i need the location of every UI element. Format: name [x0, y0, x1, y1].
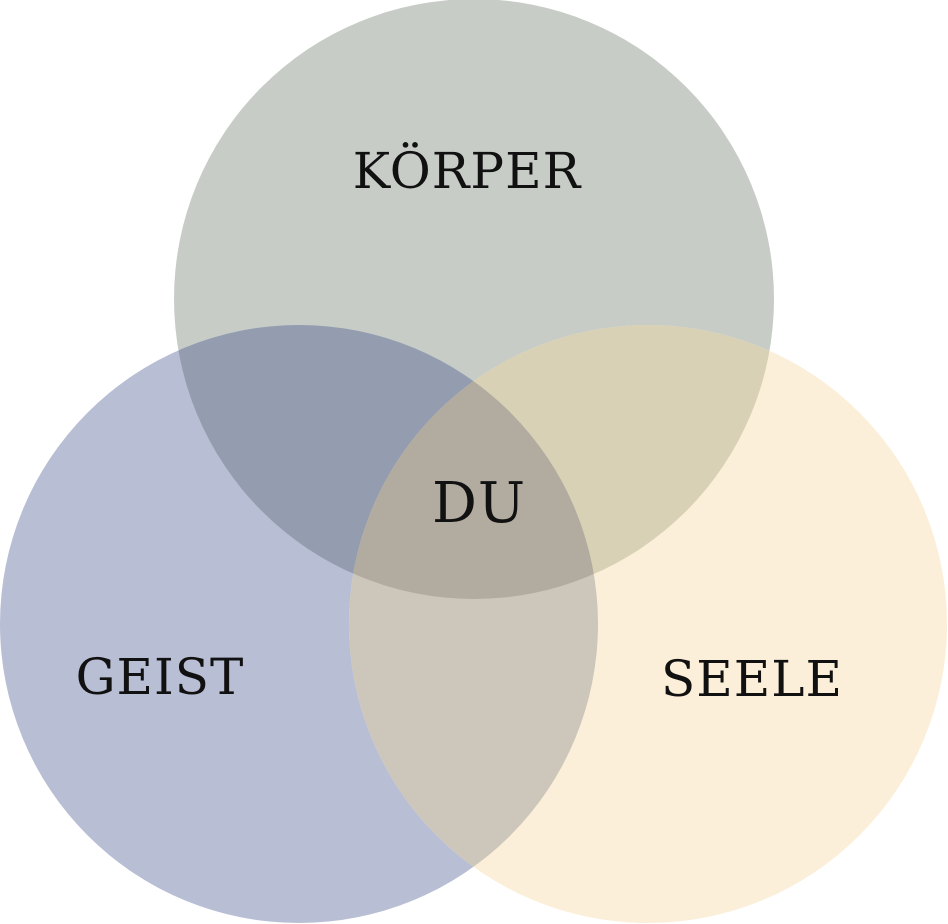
label-koerper: KÖRPER [353, 141, 582, 200]
overlap-center [349, 325, 598, 599]
label-geist: GEIST [76, 648, 245, 706]
label-seele: SEELE [661, 650, 843, 708]
label-center: DU [432, 471, 526, 536]
